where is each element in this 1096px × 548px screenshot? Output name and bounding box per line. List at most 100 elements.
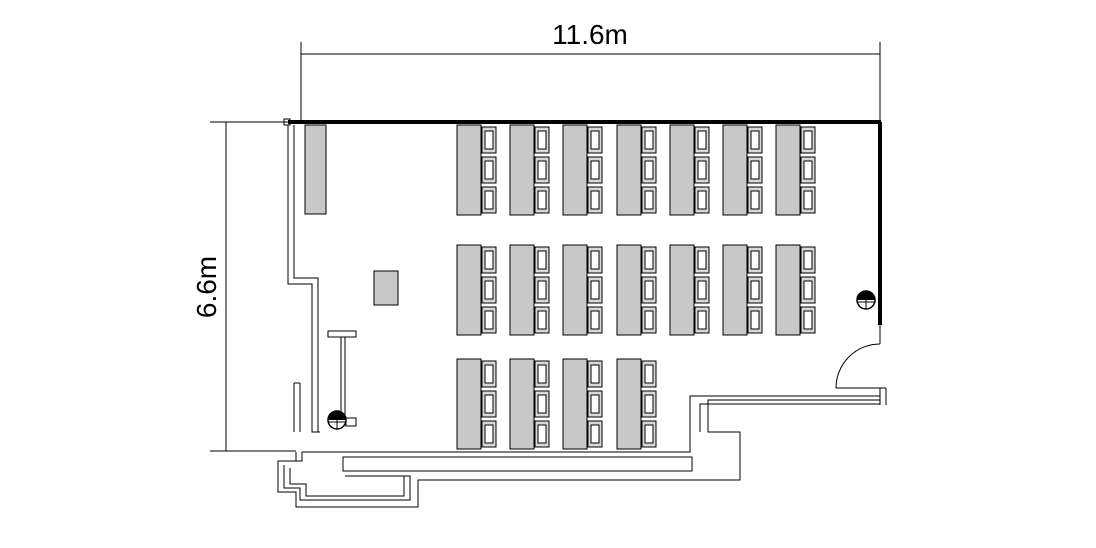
chair-seat bbox=[537, 394, 547, 414]
bottom-wall-line-3 bbox=[699, 403, 880, 432]
chair-seat bbox=[537, 280, 547, 300]
chair-seat bbox=[537, 160, 547, 180]
desk-set bbox=[616, 244, 657, 336]
desk bbox=[456, 124, 482, 216]
lectern bbox=[373, 270, 399, 306]
desk bbox=[722, 244, 748, 336]
chair-seat bbox=[537, 250, 547, 270]
chair-seat bbox=[484, 280, 494, 300]
chair-seat bbox=[697, 310, 707, 330]
desk-set bbox=[775, 124, 816, 216]
chair-seat bbox=[644, 160, 654, 180]
chair-seat bbox=[750, 160, 760, 180]
desk bbox=[775, 244, 801, 336]
desk bbox=[562, 124, 588, 216]
chair-seat bbox=[644, 130, 654, 150]
door-swing-arc bbox=[835, 343, 881, 389]
chair-seat bbox=[644, 190, 654, 210]
chair-seat bbox=[803, 250, 813, 270]
chair-seat bbox=[484, 130, 494, 150]
chair-seat bbox=[644, 280, 654, 300]
chair-seat bbox=[537, 364, 547, 384]
chair-seat bbox=[537, 424, 547, 444]
desk-set bbox=[509, 358, 550, 450]
chair-seat bbox=[590, 280, 600, 300]
desk-set bbox=[669, 124, 710, 216]
stand-base bbox=[345, 417, 357, 427]
height-label: 6.6m bbox=[191, 256, 222, 318]
corridor-inner-outline bbox=[283, 465, 411, 501]
counter bbox=[342, 456, 693, 472]
bottom-wall-inner bbox=[302, 395, 880, 453]
desk bbox=[509, 358, 535, 450]
chair-seat bbox=[537, 310, 547, 330]
chair-seat bbox=[590, 160, 600, 180]
desk bbox=[669, 244, 695, 336]
desk-set bbox=[456, 358, 497, 450]
chair-seat bbox=[590, 190, 600, 210]
chair-seat bbox=[590, 310, 600, 330]
desk-set bbox=[456, 124, 497, 216]
desk-set bbox=[616, 358, 657, 450]
chair-seat bbox=[803, 130, 813, 150]
chair-seat bbox=[750, 130, 760, 150]
stand-top bbox=[327, 330, 357, 338]
bottom-wall-outer bbox=[277, 399, 880, 508]
seating-area bbox=[456, 124, 816, 450]
desk-set bbox=[669, 244, 710, 336]
chair-seat bbox=[697, 280, 707, 300]
desk bbox=[456, 358, 482, 450]
chair-seat bbox=[537, 130, 547, 150]
chair-seat bbox=[803, 280, 813, 300]
width-label: 11.6m bbox=[552, 19, 628, 50]
width-dimension: 11.6m bbox=[300, 19, 881, 124]
desk-set bbox=[562, 124, 603, 216]
chair-seat bbox=[750, 310, 760, 330]
chair-seat bbox=[590, 130, 600, 150]
desk-set bbox=[616, 124, 657, 216]
chair-seat bbox=[484, 160, 494, 180]
chair-seat bbox=[750, 250, 760, 270]
chair-seat bbox=[644, 250, 654, 270]
chair-seat bbox=[803, 190, 813, 210]
chair-seat bbox=[697, 250, 707, 270]
chair-seat bbox=[484, 424, 494, 444]
desk bbox=[775, 124, 801, 216]
whiteboard bbox=[304, 124, 327, 215]
height-dimension: 6.6m bbox=[191, 121, 296, 452]
fire-extinguisher-icon bbox=[856, 290, 876, 310]
desk bbox=[562, 244, 588, 336]
chair-seat bbox=[697, 190, 707, 210]
chair-seat bbox=[644, 310, 654, 330]
chair-seat bbox=[803, 310, 813, 330]
desk-set bbox=[456, 244, 497, 336]
desk-set bbox=[509, 124, 550, 216]
chair-seat bbox=[484, 310, 494, 330]
desk bbox=[722, 124, 748, 216]
desk-set bbox=[562, 358, 603, 450]
desk-set bbox=[562, 244, 603, 336]
desk bbox=[509, 124, 535, 216]
desk bbox=[669, 124, 695, 216]
corridor-inner-outline-2 bbox=[289, 468, 405, 497]
desk-set bbox=[722, 124, 763, 216]
chair-seat bbox=[697, 160, 707, 180]
chair-seat bbox=[644, 364, 654, 384]
chair-seat bbox=[803, 160, 813, 180]
desk bbox=[616, 358, 642, 450]
desk bbox=[509, 244, 535, 336]
fire-extinguisher-icon bbox=[327, 410, 347, 430]
chair-seat bbox=[750, 280, 760, 300]
desk-set bbox=[775, 244, 816, 336]
desk bbox=[616, 124, 642, 216]
chair-seat bbox=[484, 364, 494, 384]
desk bbox=[456, 244, 482, 336]
chair-seat bbox=[750, 190, 760, 210]
chair-seat bbox=[590, 364, 600, 384]
room-walls bbox=[277, 118, 887, 508]
chair-seat bbox=[644, 394, 654, 414]
desk-set bbox=[722, 244, 763, 336]
chair-seat bbox=[590, 394, 600, 414]
chair-seat bbox=[484, 394, 494, 414]
